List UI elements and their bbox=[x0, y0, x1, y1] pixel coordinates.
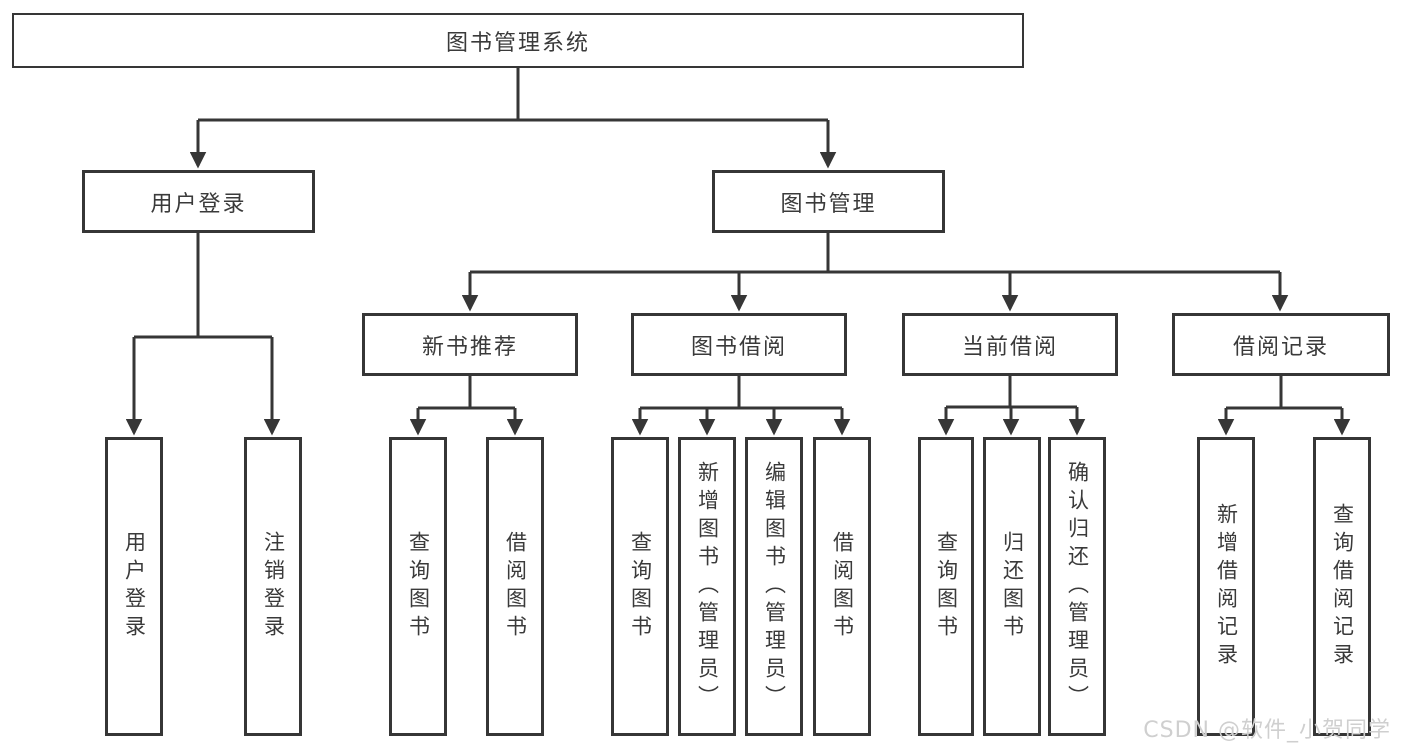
leaf-add-books-admin: 新增图书（管理员） bbox=[678, 437, 736, 736]
node-borrow-records: 借阅记录 bbox=[1172, 313, 1390, 376]
leaf-return-books-label: 归还图书 bbox=[1000, 530, 1025, 643]
node-book-management-label: 图书管理 bbox=[780, 191, 877, 217]
node-current-borrow: 当前借阅 bbox=[902, 313, 1118, 376]
node-borrow-records-label: 借阅记录 bbox=[1232, 334, 1329, 360]
node-book-management: 图书管理 bbox=[712, 170, 945, 233]
csdn-watermark: CSDN @软件_小贺同学 bbox=[1143, 718, 1391, 743]
leaf-add-borrow-record: 新增借阅记录 bbox=[1197, 437, 1255, 736]
connector-current-borrow-split bbox=[937, 376, 1086, 436]
node-new-book-recommend: 新书推荐 bbox=[362, 313, 578, 376]
leaf-query-books-recommend: 查询图书 bbox=[389, 437, 447, 736]
leaf-return-books: 归还图书 bbox=[983, 437, 1041, 736]
node-new-book-recommend-label: 新书推荐 bbox=[421, 334, 518, 360]
leaf-add-borrow-record-label: 新增借阅记录 bbox=[1214, 502, 1239, 671]
leaf-query-borrow-record-label: 查询借阅记录 bbox=[1330, 502, 1355, 671]
connector-user-login-split bbox=[125, 233, 281, 436]
node-library-system: 图书管理系统 bbox=[12, 13, 1024, 68]
leaf-query-books-current: 查询图书 bbox=[918, 437, 974, 736]
connector-book-borrow-split bbox=[631, 376, 851, 436]
node-current-borrow-label: 当前借阅 bbox=[961, 334, 1058, 360]
leaf-user-login: 用户登录 bbox=[105, 437, 163, 736]
connector-new-book-split bbox=[409, 376, 524, 436]
connector-book-mgmt-split bbox=[461, 233, 1289, 312]
node-user-login-label: 用户登录 bbox=[150, 191, 247, 217]
connector-root-split bbox=[189, 68, 837, 169]
node-book-borrow: 图书借阅 bbox=[631, 313, 847, 376]
leaf-query-borrow-record: 查询借阅记录 bbox=[1313, 437, 1371, 736]
leaf-edit-books-admin-label: 编辑图书（管理员） bbox=[762, 460, 787, 713]
leaf-query-books-recommend-label: 查询图书 bbox=[406, 530, 431, 643]
leaf-confirm-return-admin-label: 确认归还（管理员） bbox=[1065, 460, 1090, 713]
leaf-borrow-books-recommend: 借阅图书 bbox=[486, 437, 544, 736]
leaf-query-books-current-label: 查询图书 bbox=[934, 530, 959, 643]
leaf-query-books-borrow-label: 查询图书 bbox=[628, 530, 653, 643]
leaf-confirm-return-admin: 确认归还（管理员） bbox=[1048, 437, 1106, 736]
leaf-borrow-books-recommend-label: 借阅图书 bbox=[503, 530, 528, 643]
leaf-borrow-books-label: 借阅图书 bbox=[830, 530, 855, 643]
leaf-borrow-books: 借阅图书 bbox=[813, 437, 871, 736]
node-book-borrow-label: 图书借阅 bbox=[690, 334, 787, 360]
connector-borrow-record-split bbox=[1217, 376, 1351, 436]
leaf-query-books-borrow: 查询图书 bbox=[611, 437, 669, 736]
leaf-logout: 注销登录 bbox=[244, 437, 302, 736]
node-user-login: 用户登录 bbox=[82, 170, 315, 233]
leaf-user-login-label: 用户登录 bbox=[122, 530, 147, 643]
leaf-add-books-admin-label: 新增图书（管理员） bbox=[695, 460, 720, 713]
leaf-edit-books-admin: 编辑图书（管理员） bbox=[745, 437, 803, 736]
leaf-logout-label: 注销登录 bbox=[261, 530, 286, 643]
node-library-system-label: 图书管理系统 bbox=[445, 30, 590, 56]
